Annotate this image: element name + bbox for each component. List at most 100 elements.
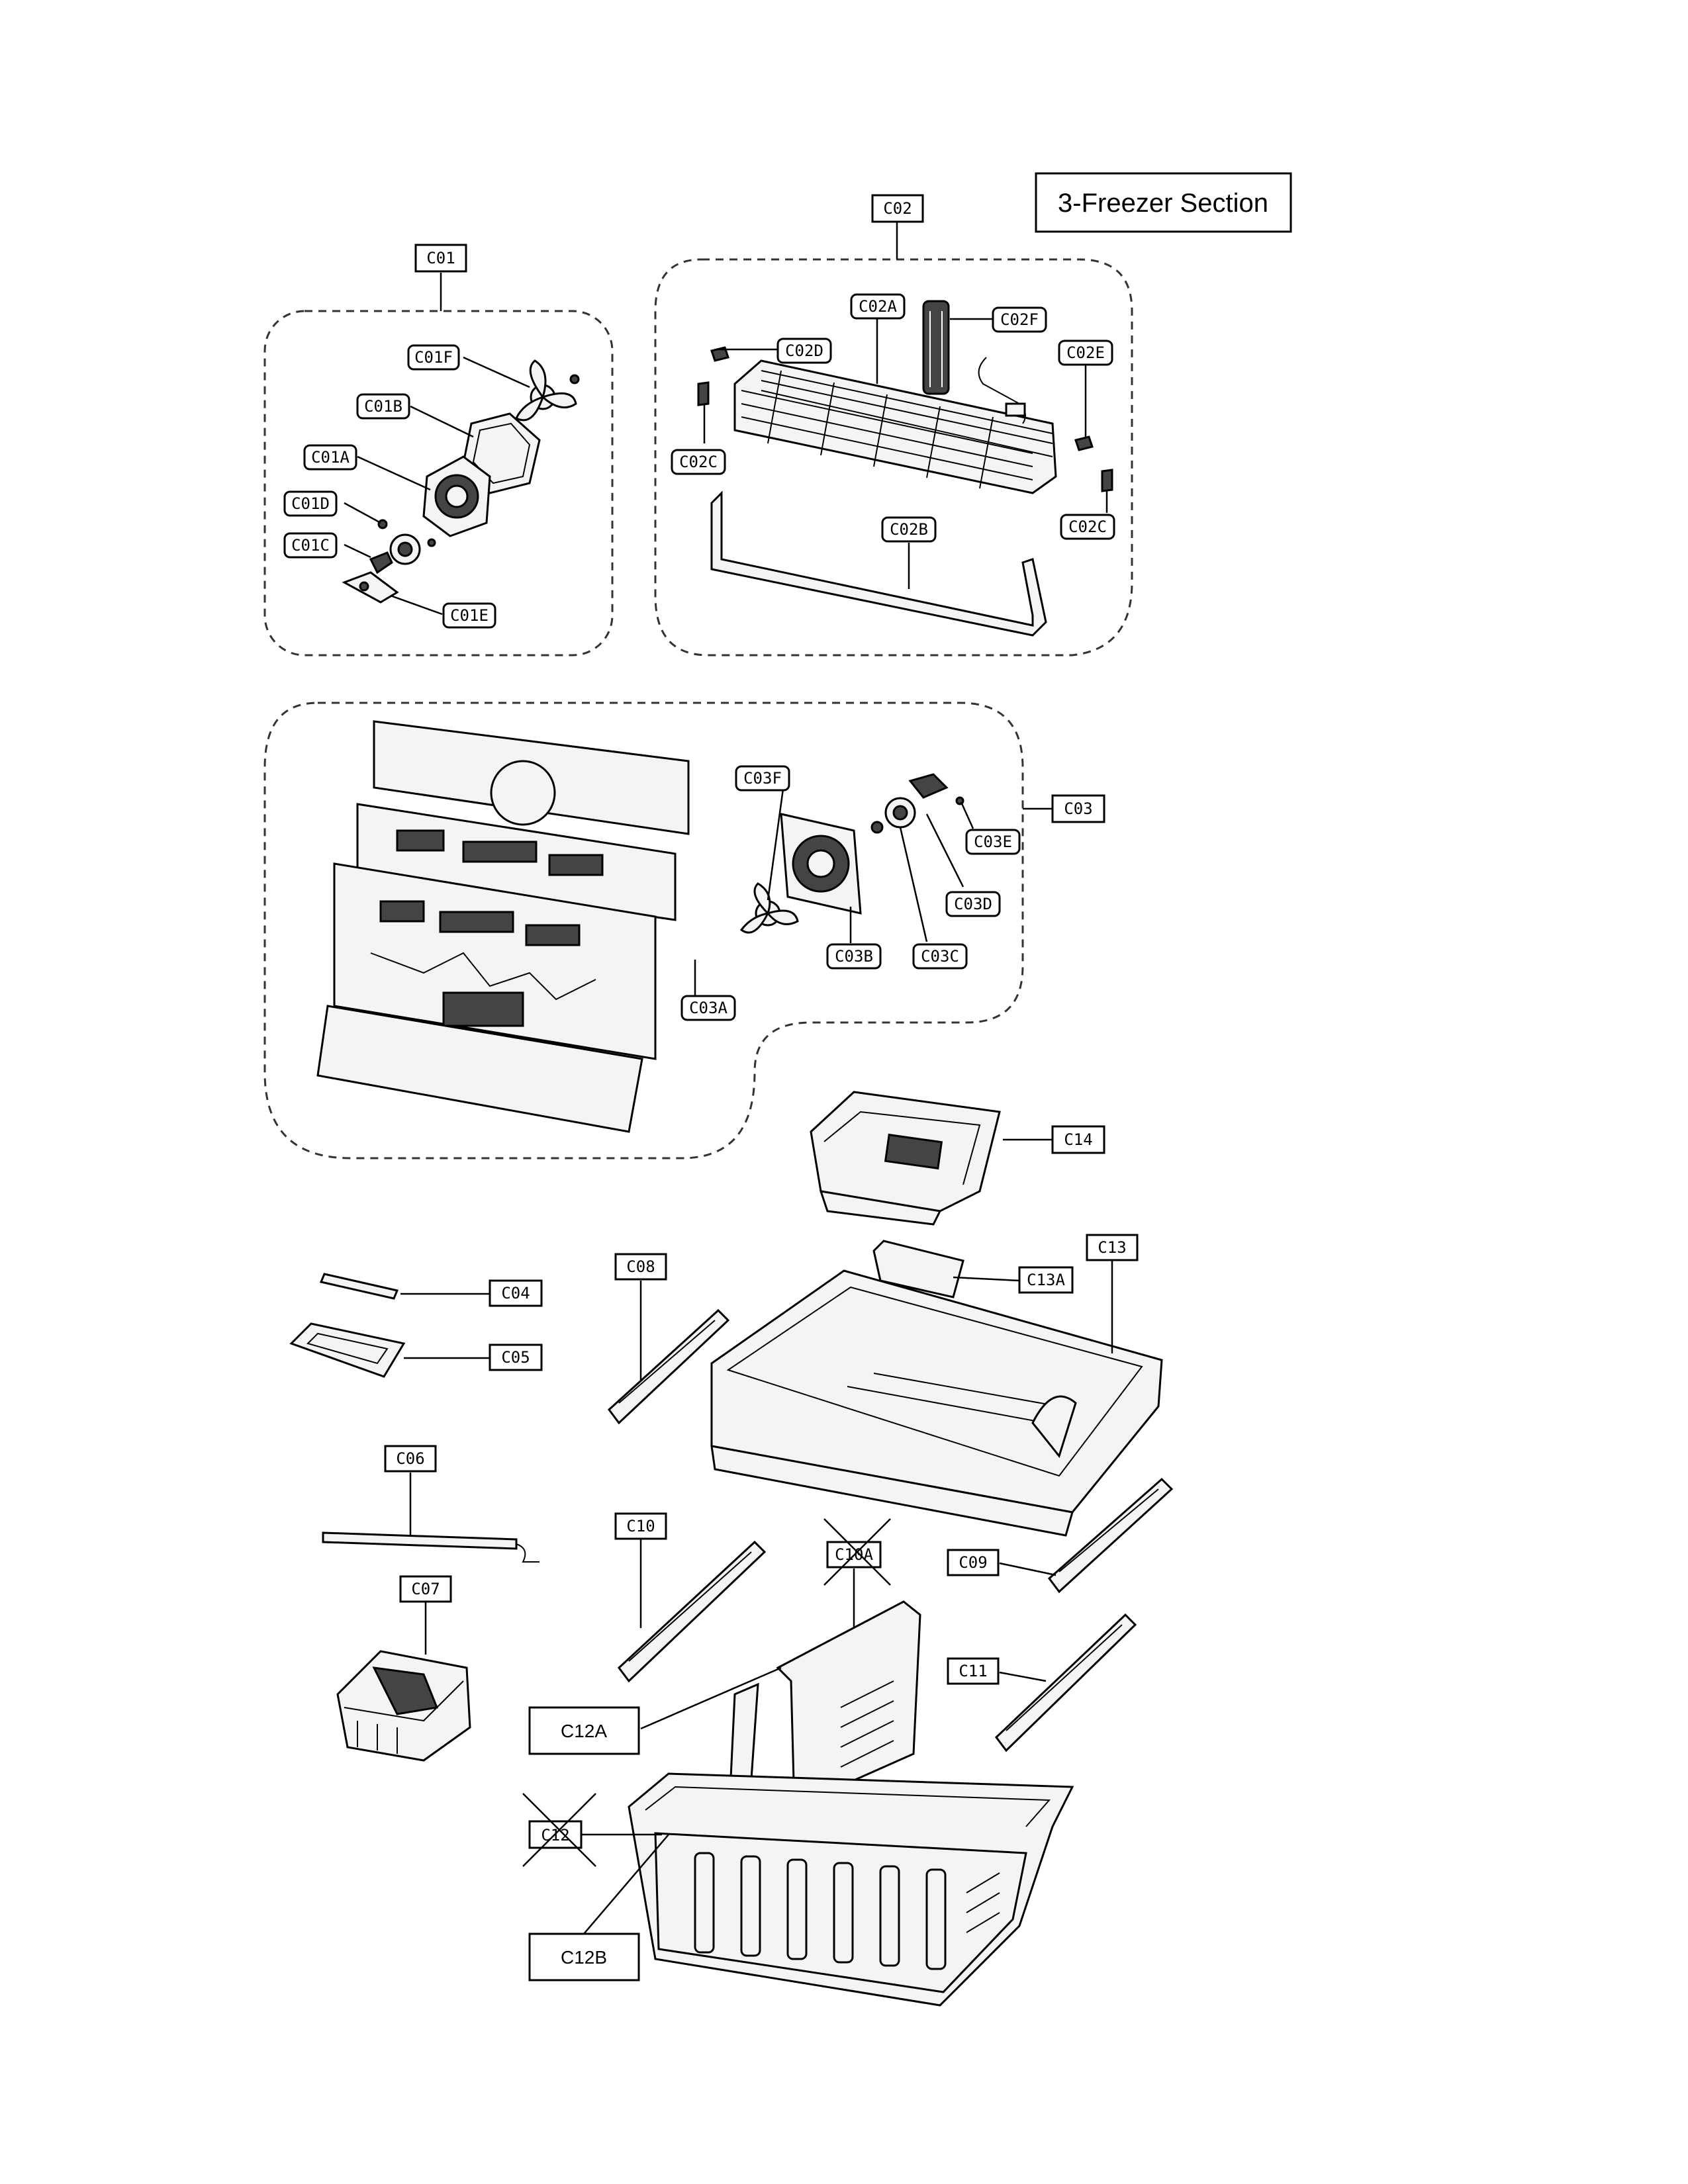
evaporator-coil-c02a [733,359,1057,494]
group-c02: C02 [654,194,1133,657]
label-c01b[interactable]: C01B [356,393,410,420]
fan-blade-c01f [515,359,580,422]
label-c02d[interactable]: C02D [776,338,832,364]
svg-text:C02E: C02E [1066,343,1105,362]
drawer-c13 [710,1269,1163,1537]
svg-text:C05: C05 [501,1348,530,1367]
svg-text:C09: C09 [959,1553,987,1572]
drawer-rail-c09 [1047,1477,1174,1594]
label-c01e[interactable]: C01E [442,602,496,629]
defrost-heater-c02f [922,300,950,395]
ice-bin-c14 [810,1091,1001,1226]
svg-text:C02A: C02A [859,297,897,316]
heater-tube-c06 [322,1531,539,1563]
label-c10[interactable]: C10 [614,1512,667,1540]
label-c14[interactable]: C14 [1051,1125,1105,1154]
label-c02c-left[interactable]: C02C [671,449,726,475]
svg-text:C02C: C02C [1068,518,1107,536]
label-c13a[interactable]: C13A [1018,1266,1074,1294]
label-c02c-right[interactable]: C02C [1060,514,1115,540]
group-c01: C01 [263,244,614,657]
label-c02e[interactable]: C02E [1058,340,1113,366]
control-panel-assembly-c03a [316,720,690,1133]
drawer-rail-c11 [994,1613,1137,1752]
label-c03f[interactable]: C03F [735,765,790,792]
svg-text:C03C: C03C [921,947,959,966]
svg-text:C13: C13 [1098,1238,1126,1257]
label-c09[interactable]: C09 [947,1549,1000,1576]
svg-text:C02: C02 [883,199,912,218]
label-c01f[interactable]: C01F [407,344,460,371]
label-c07[interactable]: C07 [399,1575,452,1603]
drawer-rail-c10 [617,1540,767,1683]
drawer-divider-c13a [872,1240,964,1298]
svg-text:C01: C01 [426,249,455,267]
svg-text:C02B: C02B [890,520,928,539]
part-c05 [289,1322,406,1378]
svg-text:C11: C11 [959,1662,987,1680]
svg-text:C03A: C03A [689,999,727,1017]
motor-housing-c01a [422,455,491,537]
section-title: 3-Freezer Section [1035,172,1292,233]
label-c02b[interactable]: C02B [881,516,937,543]
svg-text:C06: C06 [396,1449,424,1468]
fan-motor-parts [342,519,436,604]
ice-maker-c07 [336,1650,471,1762]
label-c05[interactable]: C05 [489,1343,543,1371]
label-c02[interactable]: C02 [871,194,924,223]
cross-out-line [823,1518,891,1586]
label-c08[interactable]: C08 [614,1253,667,1281]
svg-text:C10: C10 [626,1517,655,1535]
svg-text:C08: C08 [626,1257,655,1276]
svg-text:C02D: C02D [785,341,823,360]
part-c04 [319,1273,399,1300]
label-c13[interactable]: C13 [1086,1234,1139,1261]
svg-text:C03D: C03D [954,895,992,913]
svg-text:C01B: C01B [364,397,402,416]
label-c11[interactable]: C11 [947,1657,1000,1685]
label-c03a[interactable]: C03A [680,995,736,1021]
label-c03b[interactable]: C03B [826,943,882,970]
svg-text:C01A: C01A [311,448,350,467]
label-c03d[interactable]: C03D [945,891,1001,917]
label-c01[interactable]: C01 [414,244,467,273]
label-c03[interactable]: C03 [1051,794,1105,823]
label-c02f[interactable]: C02F [992,306,1047,333]
svg-text:C13A: C13A [1027,1271,1065,1289]
drain-bracket-c02b [710,490,1047,637]
fan-assembly-c03 [739,773,964,934]
svg-text:C03F: C03F [743,769,782,788]
svg-text:C02C: C02C [679,453,718,471]
svg-text:C01F: C01F [414,348,453,367]
label-c01d[interactable]: C01D [283,490,338,517]
label-c03e[interactable]: C03E [965,829,1021,855]
svg-text:C01C: C01C [291,536,330,555]
label-c03c[interactable]: C03C [912,943,968,970]
svg-text:C03: C03 [1064,799,1092,818]
svg-text:C01D: C01D [291,494,330,513]
label-c12-crossed[interactable]: C12 [522,1793,596,1867]
svg-text:C01E: C01E [450,606,489,625]
svg-text:C04: C04 [501,1284,530,1302]
label-c04[interactable]: C04 [489,1279,543,1307]
section-title-text: 3-Freezer Section [1058,189,1268,218]
svg-text:C12A: C12A [561,1721,607,1741]
svg-text:C02F: C02F [1000,310,1039,329]
label-c06[interactable]: C06 [384,1445,437,1473]
label-c12a[interactable]: C12A [528,1706,640,1755]
group-c03: C03 [263,702,1105,1160]
label-c01c[interactable]: C01C [283,532,338,559]
svg-text:C07: C07 [411,1580,440,1598]
drawer-rail-c08 [607,1308,730,1425]
svg-text:C03B: C03B [835,947,873,966]
svg-text:C14: C14 [1064,1130,1092,1149]
svg-text:C03E: C03E [974,833,1012,851]
label-c10a-crossed[interactable]: C10A [823,1518,891,1586]
svg-text:C12B: C12B [561,1947,607,1968]
label-c02a[interactable]: C02A [850,293,906,320]
freezer-basket-c12b [628,1772,1074,2007]
label-c12b[interactable]: C12B [528,1933,640,1981]
label-c01a[interactable]: C01A [303,444,357,471]
cross-out-line [522,1793,596,1867]
